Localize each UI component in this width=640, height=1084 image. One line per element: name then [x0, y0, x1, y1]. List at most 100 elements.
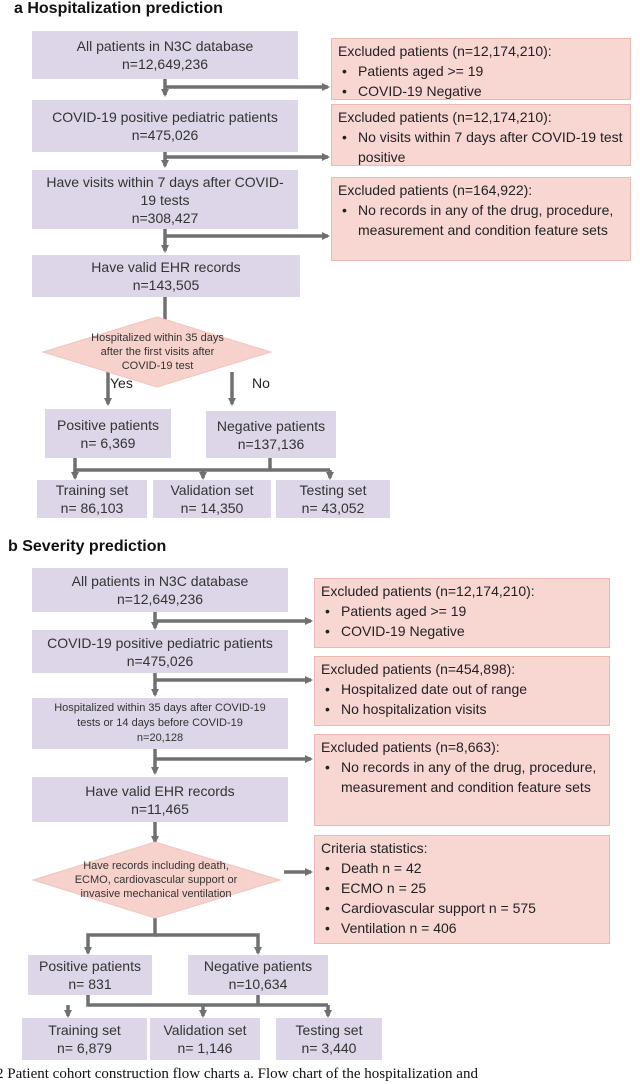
decision-line: Hospitalized within 35 days	[91, 332, 224, 344]
excluded-title: Excluded patients (n=8,663):	[321, 739, 500, 755]
box-b-all-patients: All patients in N3C database n=12,649,23…	[32, 568, 288, 612]
box-text: Negative patients	[216, 417, 326, 434]
box-count: n= 1,146	[177, 1040, 233, 1056]
box-text: tests or 14 days before COVID-19	[77, 717, 243, 729]
box-count: n= 6,369	[80, 434, 136, 451]
box-a-positive: Positive patients n= 6,369	[45, 409, 171, 458]
box-count: n= 86,103	[60, 500, 124, 516]
box-text: Have valid EHR records	[85, 782, 235, 799]
box-text: Training set	[48, 1022, 121, 1038]
box-text: Validation set	[163, 1022, 247, 1038]
box-a-negative: Negative patients n=137,136	[206, 411, 336, 458]
box-count: n= 14,350	[180, 500, 244, 516]
box-count: n=10,634	[228, 976, 288, 992]
decision-line: after the first visits after	[100, 346, 215, 358]
decision-diamond-a	[41, 316, 273, 388]
decision-no-label: No	[252, 375, 270, 391]
decision-line: ECMO, cardiovascular support or	[74, 874, 238, 886]
box-count: n= 43,052	[301, 500, 365, 516]
decision-b-text: Have records including death, ECMO, card…	[70, 857, 242, 903]
box-text: Have valid EHR records	[91, 259, 241, 275]
excluded-title: Excluded patients (n=12,174,210):	[338, 109, 552, 125]
excluded-title: Excluded patients (n=12,174,210):	[321, 583, 535, 599]
criteria-item: Cardiovascular support n = 575	[321, 898, 603, 918]
box-a-training: Training set n= 86,103	[37, 480, 147, 518]
box-b-hospitalized: Hospitalized within 35 days after COVID-…	[32, 698, 288, 749]
box-text: All patients in N3C database	[76, 38, 254, 54]
criteria-title: Criteria statistics:	[321, 840, 428, 856]
excluded-b-3: Excluded patients (n=8,663): No records …	[314, 734, 610, 826]
excluded-title: Excluded patients (n=12,174,210):	[338, 43, 552, 59]
excluded-item: COVID-19 Negative	[338, 81, 624, 101]
excluded-item: Hospitalized date out of range	[321, 679, 603, 699]
excluded-b-2: Excluded patients (n=454,898): Hospitali…	[314, 656, 610, 726]
box-a-visits: Have visits within 7 days after COVID- 1…	[32, 170, 298, 229]
box-b-validation: Validation set n= 1,146	[150, 1018, 260, 1060]
box-b-negative: Negative patients n=10,634	[188, 955, 328, 995]
box-count: n=12,649,236	[116, 591, 204, 607]
excluded-item: COVID-19 Negative	[321, 621, 603, 641]
split-bus-b	[86, 995, 328, 1007]
box-count: n=308,427	[131, 209, 199, 226]
criteria-item: Ventilation n = 406	[321, 918, 603, 938]
excluded-item: No visits within 7 days after COVID-19 t…	[338, 127, 624, 167]
box-b-testing: Testing set n= 3,440	[276, 1018, 382, 1060]
box-text: Have visits within 7 days after COVID-	[46, 173, 284, 190]
arrow-b-neg	[155, 933, 262, 955]
box-a-valid-ehr: Have valid EHR records n=143,505	[32, 255, 300, 297]
box-a-validation: Validation set n= 14,350	[153, 480, 271, 518]
excluded-item: Patients aged >= 19	[321, 601, 603, 621]
box-count: n=20,128	[136, 732, 184, 744]
excluded-a-1: Excluded patients (n=12,174,210): Patien…	[331, 38, 631, 101]
box-text: 19 tests	[140, 191, 190, 208]
section-a-title: a Hospitalization prediction	[14, 0, 223, 17]
excluded-item: No records in any of the drug, procedure…	[338, 200, 624, 240]
section-b-title: b Severity prediction	[8, 538, 167, 555]
box-count: n=11,465	[131, 800, 189, 817]
criteria-item: ECMO n = 25	[321, 878, 603, 898]
box-text: Negative patients	[203, 958, 313, 974]
box-text: COVID-19 positive pediatric patients	[47, 634, 273, 651]
excluded-title: Excluded patients (n=164,922):	[338, 182, 533, 198]
excluded-a-3: Excluded patients (n=164,922): No record…	[331, 177, 631, 261]
criteria-statistics: Criteria statistics: Death n = 42 ECMO n…	[314, 835, 610, 944]
decision-diamond-b	[31, 841, 282, 919]
box-text: All patients in N3C database	[71, 573, 249, 589]
box-text: Testing set	[299, 482, 367, 498]
criteria-item: Death n = 42	[321, 858, 603, 878]
box-text: Positive patients	[57, 416, 159, 433]
decision-a-text: Hospitalized within 35 days after the fi…	[80, 329, 235, 375]
excluded-a-2: Excluded patients (n=12,174,210): No vis…	[331, 104, 631, 166]
box-text: Positive patients	[39, 958, 141, 974]
box-count: n=143,505	[132, 277, 200, 293]
box-text: Hospitalized within 35 days after COVID-…	[54, 702, 266, 714]
excluded-item: Patients aged >= 19	[338, 61, 624, 81]
excluded-title: Excluded patients (n=454,898):	[321, 661, 516, 677]
box-count: n= 3,440	[301, 1040, 357, 1056]
box-text: Validation set	[170, 482, 254, 498]
decision-line: invasive mechanical ventilation	[80, 888, 232, 900]
box-text: Testing set	[295, 1022, 363, 1038]
decision-line: Have records including death,	[83, 860, 229, 872]
box-text: COVID-19 positive pediatric patients	[52, 109, 278, 125]
arrow-b-pos	[84, 918, 157, 955]
box-count: n= 6,879	[57, 1040, 112, 1056]
box-text: Training set	[55, 482, 129, 498]
excluded-b-1: Excluded patients (n=12,174,210): Patien…	[314, 578, 610, 648]
box-b-valid-ehr: Have valid EHR records n=11,465	[32, 777, 288, 822]
decision-line: COVID-19 test	[121, 360, 194, 372]
box-count: n=475,026	[131, 127, 199, 143]
box-a-all-patients: All patients in N3C database n=12,649,23…	[32, 31, 298, 79]
box-a-covid-positive: COVID-19 positive pediatric patients n=4…	[32, 100, 298, 152]
box-b-positive: Positive patients n= 831	[28, 955, 152, 995]
split-bus-a	[73, 458, 330, 472]
box-count: n=475,026	[126, 652, 194, 669]
box-a-testing: Testing set n= 43,052	[276, 480, 390, 518]
box-count: n=12,649,236	[121, 56, 209, 72]
figure-caption: 2 Patient cohort construction flow chart…	[0, 1066, 478, 1082]
box-b-covid-positive: COVID-19 positive pediatric patients n=4…	[32, 630, 288, 673]
box-b-training: Training set n= 6,879	[22, 1018, 147, 1060]
excluded-item: No hospitalization visits	[321, 699, 603, 719]
excluded-item: No records in any of the drug, procedure…	[321, 757, 603, 797]
